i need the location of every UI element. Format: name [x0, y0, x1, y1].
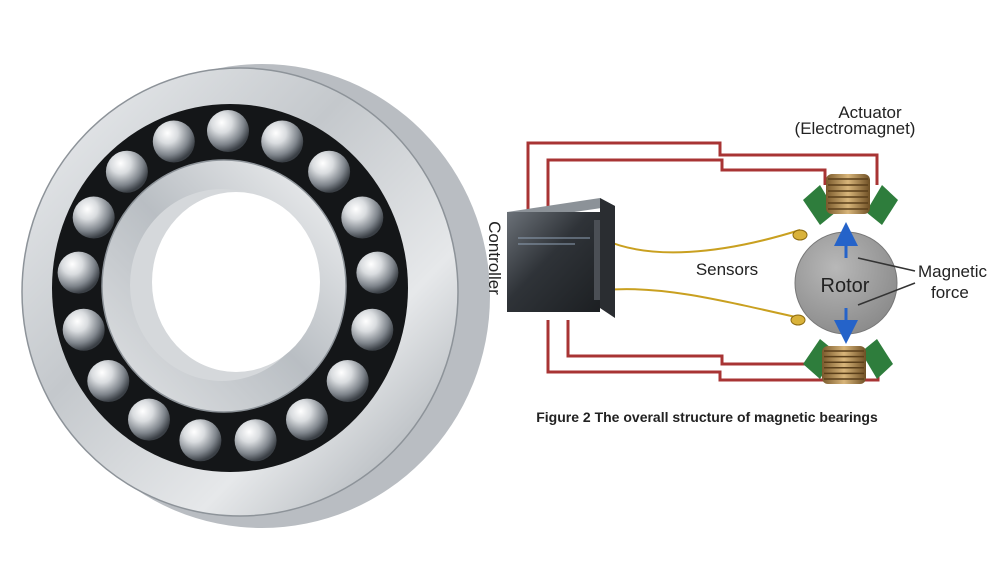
magnetic-force-label-line1: Magnetic [918, 262, 987, 281]
controller-box [507, 198, 615, 318]
bearing-ball [152, 120, 195, 163]
bearing-ball [72, 196, 115, 239]
bearing-ball [207, 110, 249, 152]
balls [57, 110, 399, 462]
bearing-ball [356, 251, 399, 294]
coil-top [826, 174, 870, 214]
bore [152, 192, 320, 372]
bearing-ball [261, 120, 304, 163]
bearing-ball [105, 150, 148, 193]
bearing-ball [326, 360, 369, 402]
bearing-ball [286, 398, 328, 441]
magnetic-force-leader-1 [857, 257, 916, 272]
figure-caption: Figure 2 The overall structure of magnet… [536, 409, 878, 425]
bearing-ball [179, 419, 222, 462]
wire-top-inner [546, 158, 827, 232]
electromagnet-bottom [803, 339, 893, 384]
sensor-tip-bottom [790, 314, 806, 326]
ball-bearing-image [21, 64, 490, 528]
bearing-ball [234, 419, 277, 462]
coil-bottom [822, 346, 866, 384]
magnetic-force-leader-2 [857, 282, 916, 306]
wire-bottom-inner [566, 320, 820, 366]
bearing-ball [128, 398, 170, 441]
sensors-label: Sensors [696, 260, 758, 279]
sensor-tip-top [792, 229, 808, 241]
magnetic-bearing-diagram: Actuator (Electromagnet) Controller Sens… [485, 103, 987, 425]
actuator-label-line2: (Electromagnet) [795, 119, 916, 138]
controller-label: Controller [485, 221, 504, 295]
sensor-wire-top [604, 229, 801, 254]
bearing-ball [62, 308, 105, 351]
bearing-ball [87, 360, 130, 402]
wire-top-outer [526, 141, 879, 232]
magnetic-force-label-line2: force [931, 283, 969, 302]
bearing-ball [341, 196, 384, 239]
bearing-ball [308, 150, 351, 193]
bearing-ball [351, 308, 394, 351]
actuator-label-line1: Actuator [838, 103, 902, 122]
electromagnet-top [803, 174, 898, 225]
bearing-ball [57, 251, 100, 294]
sensor-wire-bottom [604, 288, 801, 319]
rotor-label: Rotor [821, 275, 870, 297]
